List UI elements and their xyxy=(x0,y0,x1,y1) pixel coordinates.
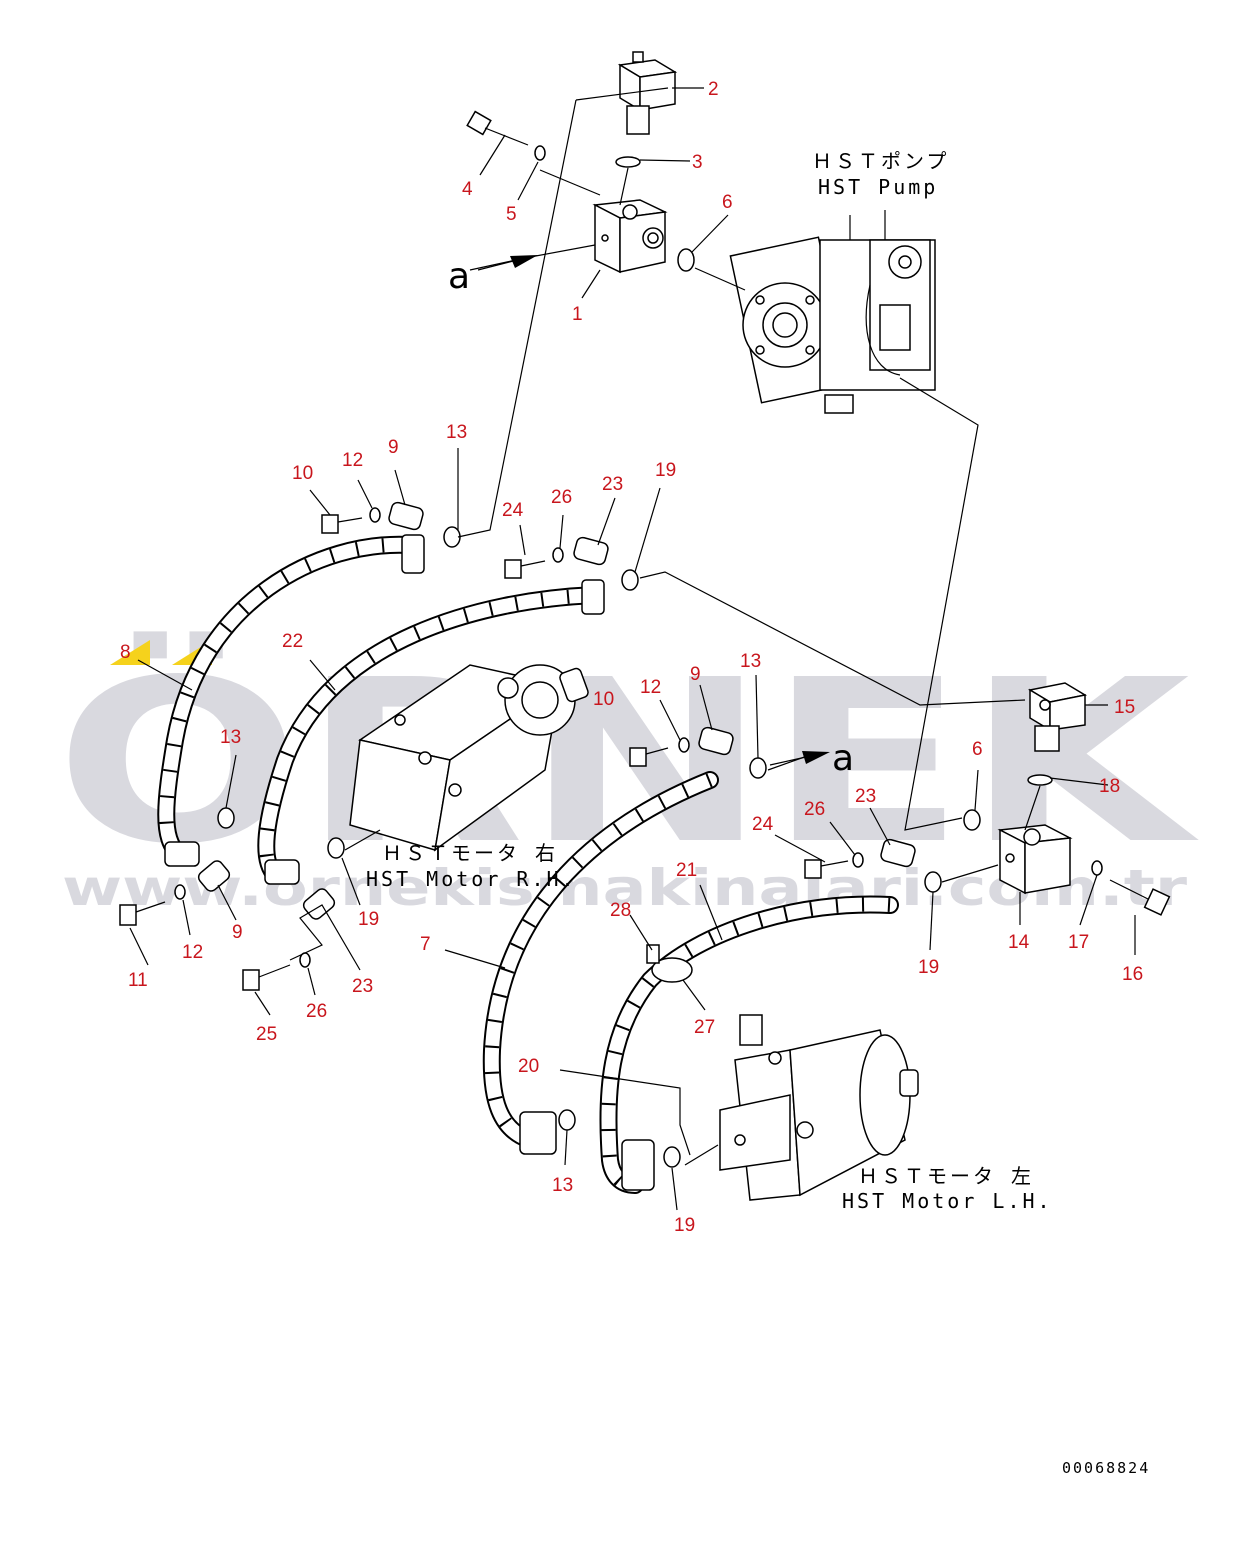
pump-label-jp: ＨＳＴポンプ xyxy=(812,149,949,173)
callout-23-mid: 23 xyxy=(855,786,876,807)
hst-motor-lh-drawing xyxy=(719,1014,919,1201)
callout-23-top: 23 xyxy=(602,474,623,495)
callout-26-mid: 26 xyxy=(804,799,825,820)
view-arrow-a-top: a xyxy=(448,255,538,297)
callout-15: 15 xyxy=(1114,697,1135,718)
callout-2: 2 xyxy=(708,79,719,100)
callout-7: 7 xyxy=(420,934,431,955)
callout-23-bottom: 23 xyxy=(352,976,373,997)
callout-19-right: 19 xyxy=(918,957,939,978)
callout-12-top: 12 xyxy=(342,450,363,471)
hose-end-flanges xyxy=(164,534,655,1191)
callout-24-bottom: 24 xyxy=(752,814,774,835)
callout-18: 18 xyxy=(1099,776,1120,797)
callout-numbers: 1 2 3 4 5 6 6 7 8 9 9 9 10 10 11 12 12 1… xyxy=(120,79,1143,1236)
callout-26-top: 26 xyxy=(551,487,572,508)
pump-label-en: HST Pump xyxy=(818,175,938,199)
callout-27: 27 xyxy=(694,1017,715,1038)
callout-13-left: 13 xyxy=(220,727,241,748)
hose-7 xyxy=(482,771,719,1149)
callout-6-right: 6 xyxy=(972,739,983,760)
hst-pump-drawing xyxy=(729,210,936,414)
callout-10-mid: 10 xyxy=(593,689,614,710)
bolt-24-bottom xyxy=(804,859,849,879)
callout-6-top: 6 xyxy=(722,192,733,213)
hose-21-20 xyxy=(599,895,899,1194)
view-arrow-a-right: a xyxy=(769,738,854,779)
hose-22 xyxy=(257,586,604,884)
bolt-10-right xyxy=(629,747,669,767)
bolt-16 xyxy=(1109,879,1171,916)
callout-9-top: 9 xyxy=(388,437,399,458)
leader-lines xyxy=(129,87,1136,1211)
callout-21: 21 xyxy=(676,860,697,881)
bolt-4 xyxy=(466,110,529,146)
callout-13-top: 13 xyxy=(446,422,467,443)
callout-8: 8 xyxy=(120,642,131,663)
callout-5: 5 xyxy=(506,204,517,225)
callout-1: 1 xyxy=(572,304,583,325)
hose-8 xyxy=(157,535,419,864)
motor-rh-label-jp: ＨＳＴモータ 右 xyxy=(382,841,558,865)
callout-13-bottom: 13 xyxy=(552,1175,573,1196)
bolt-11 xyxy=(119,901,166,926)
callout-26-bottom: 26 xyxy=(306,1001,327,1022)
fitting-2 xyxy=(617,51,678,135)
callout-28: 28 xyxy=(610,900,631,921)
view-label-a-right: a xyxy=(832,738,854,779)
callout-20: 20 xyxy=(518,1056,539,1077)
callout-19-top: 19 xyxy=(655,460,676,481)
watermark-accent-left xyxy=(110,640,150,665)
drawing-code: 00068824 xyxy=(1062,1459,1150,1477)
callout-12-mid: 12 xyxy=(640,677,661,698)
callout-19-bottom: 19 xyxy=(674,1215,695,1236)
callout-9-mid: 9 xyxy=(690,664,701,685)
callout-9-bottom: 9 xyxy=(232,922,243,943)
hst-motor-rh-drawing xyxy=(349,664,589,852)
block-14 xyxy=(997,824,1073,895)
callout-16: 16 xyxy=(1122,964,1143,985)
view-label-a-top: a xyxy=(448,256,470,297)
callout-13-mid: 13 xyxy=(740,651,761,672)
callout-11: 11 xyxy=(128,970,148,991)
clamps xyxy=(197,501,916,920)
callout-3: 3 xyxy=(692,152,703,173)
callout-25: 25 xyxy=(256,1024,277,1045)
motor-lh-label-en: HST Motor L.H. xyxy=(842,1189,1053,1213)
callout-14: 14 xyxy=(1008,932,1030,953)
callout-12-bottom: 12 xyxy=(182,942,203,963)
callout-17: 17 xyxy=(1068,932,1089,953)
bolt-24-top xyxy=(504,559,546,579)
callout-24-top: 24 xyxy=(502,500,524,521)
watermark: ÖRNEK www.ornekismakinalari.com.tr xyxy=(55,631,1200,917)
callout-4: 4 xyxy=(462,179,473,200)
callout-19-left: 19 xyxy=(358,909,379,930)
callout-10-top: 10 xyxy=(292,463,313,484)
block-1 xyxy=(592,199,668,274)
bolt-10-left xyxy=(321,514,363,534)
fitting-15 xyxy=(1027,682,1088,752)
hose-clamp-27-28 xyxy=(646,944,693,983)
bolt-25 xyxy=(242,964,291,991)
motor-rh-label-en: HST Motor R.H. xyxy=(366,867,577,891)
callout-22: 22 xyxy=(282,631,303,652)
motor-lh-label-jp: ＨＳＴモータ 左 xyxy=(858,1164,1034,1188)
